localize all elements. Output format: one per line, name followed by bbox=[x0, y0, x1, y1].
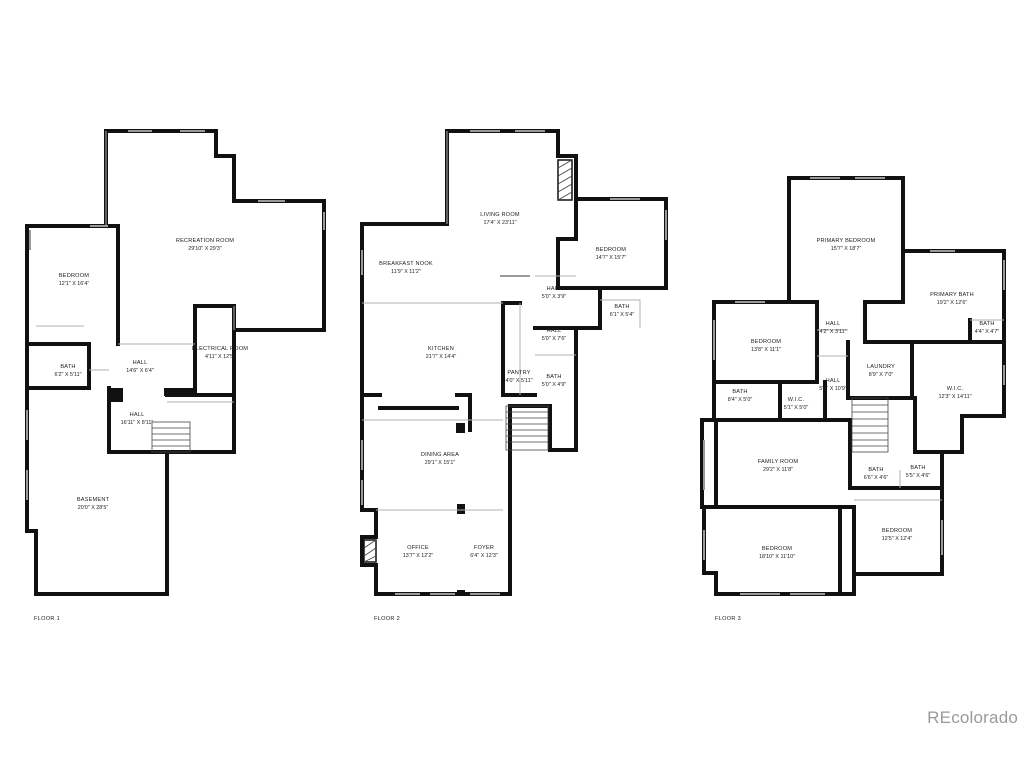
f3-room-bath-c-dim: 6'6" X 4'6" bbox=[864, 475, 889, 481]
f3-room-primary-bedroom-dim: 15'7" X 18'7" bbox=[831, 246, 862, 252]
f2-room-hall-a-name: HALL bbox=[547, 286, 562, 292]
floor-3-plan: PRIMARY BEDROOM 15'7" X 18'7" PRIMARY BA… bbox=[700, 176, 1006, 622]
f2-room-office-dim: 13'7" X 12'2" bbox=[403, 553, 434, 559]
floor-1-label: FLOOR 1 bbox=[34, 616, 60, 622]
f1-room-bedroom-dim: 12'1" X 16'4" bbox=[59, 281, 90, 287]
f3-room-bath-d-name: BATH bbox=[910, 465, 925, 471]
floor-2-outer-wall bbox=[360, 129, 668, 596]
f3-room-primary-bath-name: PRIMARY BATH bbox=[930, 292, 974, 298]
f3-room-family-name: FAMILY ROOM bbox=[758, 459, 799, 465]
f1-room-basement-name: BASEMENT bbox=[77, 497, 110, 503]
floor-2-column-a bbox=[456, 423, 465, 433]
f3-room-bedroom-a-dim: 13'8" X 11'1" bbox=[751, 347, 781, 353]
floor-2-windows bbox=[361, 130, 667, 595]
f3-room-wic-a-name: W.I.C. bbox=[947, 386, 964, 392]
f2-room-hall-b-dim: 5'0" X 7'6" bbox=[542, 336, 567, 342]
floor-1-stairs bbox=[151, 421, 191, 453]
f2-room-foyer-name: FOYER bbox=[474, 545, 494, 551]
floor-1-windows bbox=[26, 130, 325, 500]
f3-room-bath-c-name: BATH bbox=[868, 467, 883, 473]
f1-room-hall-b-name: HALL bbox=[130, 412, 145, 418]
f2-room-bath-a-dim: 6'1" X 5'4" bbox=[610, 312, 635, 318]
f2-room-hall-a-dim: 5'0" X 3'9" bbox=[542, 294, 567, 300]
floor-2-plan: LIVING ROOM 17'4" X 23'11" BREAKFAST NOO… bbox=[360, 129, 668, 622]
floor-1-column-b bbox=[164, 388, 194, 396]
floor-1-plan: RECREATION ROOM 29'10" X 29'3" BEDROOM 1… bbox=[25, 129, 326, 622]
f1-room-bath-dim: 6'2" X 5'11" bbox=[54, 372, 81, 378]
floor-2-column-b bbox=[457, 504, 465, 514]
f3-room-hall-a-dim: 4'2" X 3'11" bbox=[819, 329, 846, 335]
f2-room-hall-b-name: HALL bbox=[547, 328, 562, 334]
floor-2-label: FLOOR 2 bbox=[374, 616, 400, 622]
f2-room-bath-b-dim: 5'0" X 4'9" bbox=[542, 382, 567, 388]
f2-room-living-name: LIVING ROOM bbox=[480, 212, 520, 218]
f3-room-bedroom-b-dim: 18'10" X 11'10" bbox=[759, 554, 795, 560]
watermark-logo: REcolorado bbox=[927, 708, 1018, 727]
f2-room-bedroom-name: BEDROOM bbox=[596, 247, 626, 253]
f1-room-electrical-dim: 4'11" X 12'5" bbox=[205, 354, 235, 360]
floor-1-interior-walls bbox=[25, 224, 236, 454]
floor-1-thin-lines bbox=[36, 131, 235, 403]
f1-room-recreation-name: RECREATION ROOM bbox=[176, 238, 234, 244]
f1-room-recreation-dim: 29'10" X 29'3" bbox=[188, 246, 222, 252]
f3-room-hall-b-name: HALL bbox=[826, 378, 841, 384]
f2-room-nook-dim: 11'9" X 11'2" bbox=[391, 269, 421, 275]
f1-room-hall-a-name: HALL bbox=[133, 360, 148, 366]
f3-room-hall-a-name: HALL bbox=[826, 321, 841, 327]
f3-room-bath-a-name: BATH bbox=[979, 321, 994, 327]
f3-room-family-dim: 29'2" X 11'8" bbox=[763, 467, 793, 473]
floor-3-thin-lines bbox=[817, 319, 1004, 501]
f2-room-dining-dim: 29'1" X 15'1" bbox=[425, 460, 456, 466]
f2-room-nook-name: BREAKFAST NOOK bbox=[379, 261, 433, 267]
floor-2-stairs bbox=[505, 405, 549, 451]
f2-room-bath-b-name: BATH bbox=[546, 374, 561, 380]
f3-room-bath-b-name: BATH bbox=[732, 389, 747, 395]
f3-room-bath-a-dim: 4'4" X 4'7" bbox=[975, 329, 1000, 335]
floor-2-thin-lines bbox=[362, 131, 641, 511]
f3-room-wic-b-dim: 5'1" X 5'0" bbox=[784, 405, 809, 411]
f3-room-primary-bath-dim: 19'2" X 12'6" bbox=[937, 300, 968, 306]
f3-room-bath-d-dim: 5'5" X 4'6" bbox=[906, 473, 931, 479]
floor-2-interior-walls bbox=[360, 197, 602, 432]
f3-room-wic-b-name: W.I.C. bbox=[788, 397, 805, 403]
f3-room-laundry-name: LAUNDRY bbox=[867, 364, 895, 370]
f1-room-hall-b-dim: 16'11" X 8'11" bbox=[121, 420, 154, 426]
f3-room-bedroom-c-dim: 12'5" X 12'4" bbox=[882, 536, 913, 542]
floor-1-column-a bbox=[109, 388, 123, 402]
f1-room-basement-dim: 20'0" X 28'5" bbox=[78, 505, 109, 511]
floor-3-interior-walls bbox=[700, 249, 1006, 596]
f1-room-electrical-name: ELECTRICAL ROOM bbox=[192, 346, 248, 352]
f3-room-laundry-dim: 8'9" X 7'0" bbox=[869, 372, 894, 378]
f3-room-bedroom-c-name: BEDROOM bbox=[882, 528, 912, 534]
f3-room-bath-b-dim: 8'4" X 5'0" bbox=[728, 397, 753, 403]
f2-room-foyer-dim: 6'4" X 12'3" bbox=[470, 553, 498, 559]
f2-room-pantry-name: PANTRY bbox=[507, 370, 530, 376]
f2-room-kitchen-name: KITCHEN bbox=[428, 346, 454, 352]
floor-2-fireplace-office bbox=[363, 539, 377, 563]
f2-room-bedroom-dim: 14'7" X 15'7" bbox=[596, 255, 627, 261]
floor-3-stairs bbox=[851, 397, 889, 453]
f2-room-kitchen-dim: 21'7" X 14'4" bbox=[426, 354, 457, 360]
f3-room-bedroom-a-name: BEDROOM bbox=[751, 339, 781, 345]
f3-room-bedroom-b-name: BEDROOM bbox=[762, 546, 792, 552]
f2-room-living-dim: 17'4" X 23'11" bbox=[483, 220, 516, 226]
f2-room-office-name: OFFICE bbox=[407, 545, 429, 551]
floor-2-column-c bbox=[457, 590, 465, 596]
f3-room-primary-bedroom-name: PRIMARY BEDROOM bbox=[817, 238, 876, 244]
floor-3-label: FLOOR 3 bbox=[715, 616, 741, 622]
f2-room-bath-a-name: BATH bbox=[614, 304, 629, 310]
f3-room-hall-b-dim: 5'5" X 10'9" bbox=[819, 386, 847, 392]
f1-room-hall-a-dim: 14'6" X 6'4" bbox=[126, 368, 154, 374]
floor-2-fireplace bbox=[557, 159, 573, 201]
f2-room-pantry-dim: 4'0" X 5'11" bbox=[505, 378, 532, 384]
floor-3-windows bbox=[703, 177, 1005, 595]
f3-room-wic-a-dim: 12'3" X 14'11" bbox=[938, 394, 971, 400]
f1-room-bath-name: BATH bbox=[60, 364, 75, 370]
f1-room-bedroom-name: BEDROOM bbox=[59, 273, 89, 279]
f2-room-dining-name: DINING AREA bbox=[421, 452, 459, 458]
